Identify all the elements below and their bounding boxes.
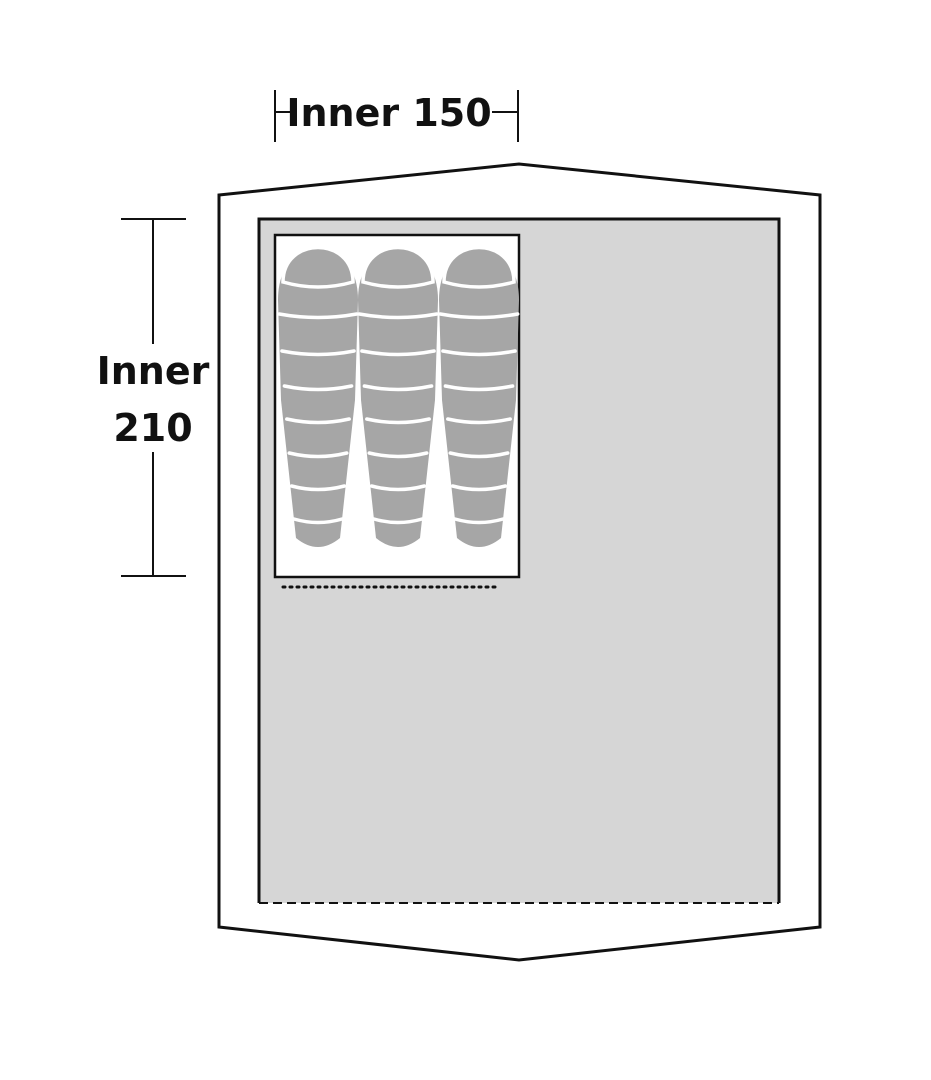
sleeping-bag-hood — [361, 245, 435, 289]
sleeping-bag-stripe — [367, 451, 429, 459]
height-label-line2: 210 — [113, 406, 192, 450]
floor-outline — [257, 217, 781, 903]
sleeping-bag-stripe — [372, 517, 424, 525]
sleeping-bag-stripe — [277, 312, 359, 320]
sleeping-bag-stripe — [357, 312, 439, 320]
sleeping-bag-stripe — [292, 517, 344, 525]
sleeping-bag-stripe — [448, 451, 510, 459]
sleeping-bag-stripe — [280, 349, 356, 357]
sleeping-bag-stripe — [441, 349, 517, 357]
sleeping-bag-stripe — [365, 417, 431, 425]
sleeping-bag-hood — [442, 245, 516, 289]
sleeping-bag-body — [358, 247, 438, 547]
sleeping-bag-stripe — [369, 484, 427, 492]
width-label: Inner 150 — [286, 91, 491, 135]
height-label-line1: Inner — [97, 349, 210, 393]
sleeping-bag-stripe — [450, 484, 508, 492]
sleeping-bag-body — [439, 247, 519, 547]
sleeping-bag-stripe — [446, 417, 512, 425]
sleeping-bag-hood — [281, 245, 355, 289]
sleeping-bag-body — [278, 247, 358, 547]
sleeping-bag-stripe — [438, 312, 520, 320]
width-dimension: Inner 150 — [274, 90, 519, 142]
sleeping-bag-stripe — [285, 417, 351, 425]
sleeping-bag-stripe — [453, 517, 505, 525]
sleeping-bag-stripe — [287, 451, 349, 459]
sleeping-bag-stripe — [443, 384, 515, 392]
sleeping-bag-2 — [357, 245, 439, 547]
sleeping-bag-3 — [438, 245, 520, 547]
height-dimension: Inner 210 — [97, 218, 210, 577]
sleeping-bag-stripe — [362, 384, 434, 392]
sleeping-bag-stripe — [360, 349, 436, 357]
sleeping-bag-stripe — [289, 484, 347, 492]
sleeping-bag-stripe — [282, 384, 354, 392]
sleeping-bag-1 — [277, 245, 359, 547]
